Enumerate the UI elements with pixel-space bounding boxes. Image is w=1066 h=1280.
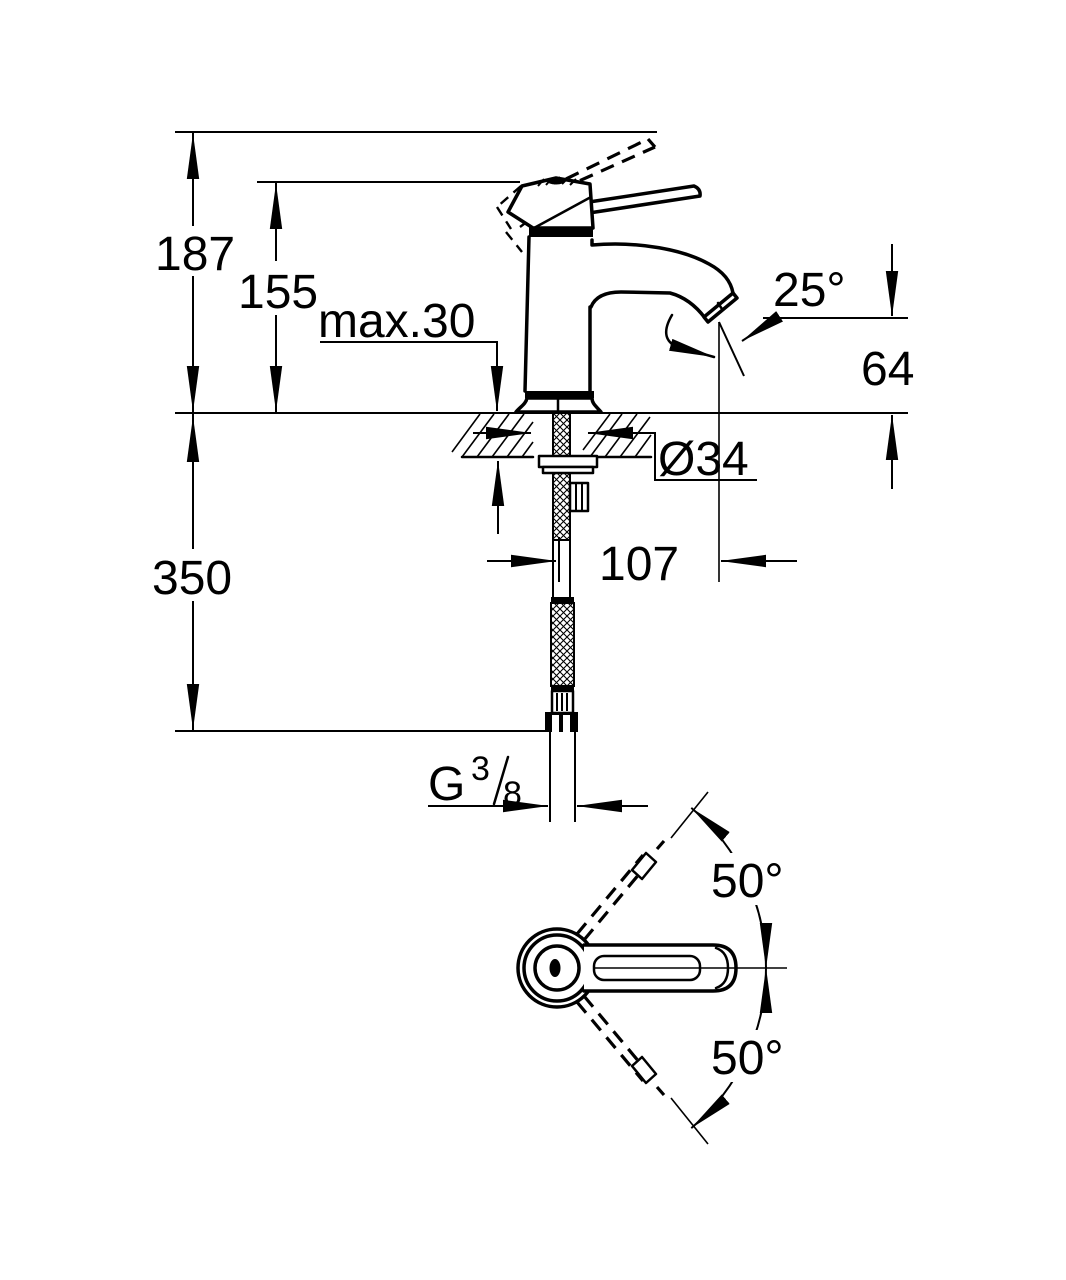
swivel-ghost-lower [575, 994, 709, 1145]
label-overall-height: 187 [155, 228, 235, 281]
label-hole-dia: Ø34 [658, 433, 749, 486]
hose-nut [545, 712, 578, 732]
label-max-deck: max.30 [318, 295, 475, 348]
dimension-labels: 187 155 max.30 25° 64 Ø34 107 350 G 3 8 … [146, 226, 914, 1085]
label-projection: 107 [599, 538, 679, 591]
spout-construction-lines [718, 317, 908, 582]
label-outlet-height: 64 [861, 343, 914, 396]
supply-hose [545, 597, 578, 822]
swivel-ghost-upper [575, 791, 709, 942]
label-thread-g: G [428, 758, 465, 811]
center-slot [549, 959, 561, 977]
label-body-height: 155 [238, 266, 318, 319]
deck-hatch-left [451, 413, 534, 458]
handle-top-view [516, 791, 787, 1145]
cap-joint-band [529, 227, 593, 237]
flow-arc-arrow [665, 313, 716, 359]
faucet-cap [506, 176, 595, 237]
side-view [175, 131, 908, 822]
label-thread-numerator: 3 [471, 750, 490, 788]
label-thread-denominator: 8 [503, 775, 522, 813]
label-thread-size: G 3 8 [428, 750, 522, 813]
label-spout-angle: 25° [773, 264, 846, 317]
mounting-shank [537, 412, 599, 600]
deck-hatch-right [582, 413, 652, 458]
faucet-spout [589, 238, 739, 359]
faucet-lever [587, 184, 702, 215]
body-base-band [525, 391, 594, 398]
label-hose-length: 350 [152, 552, 232, 605]
faucet-body [514, 235, 603, 414]
deck-section [451, 413, 653, 459]
label-swivel-upper: 50° [711, 855, 784, 908]
label-swivel-lower: 50° [711, 1032, 784, 1085]
